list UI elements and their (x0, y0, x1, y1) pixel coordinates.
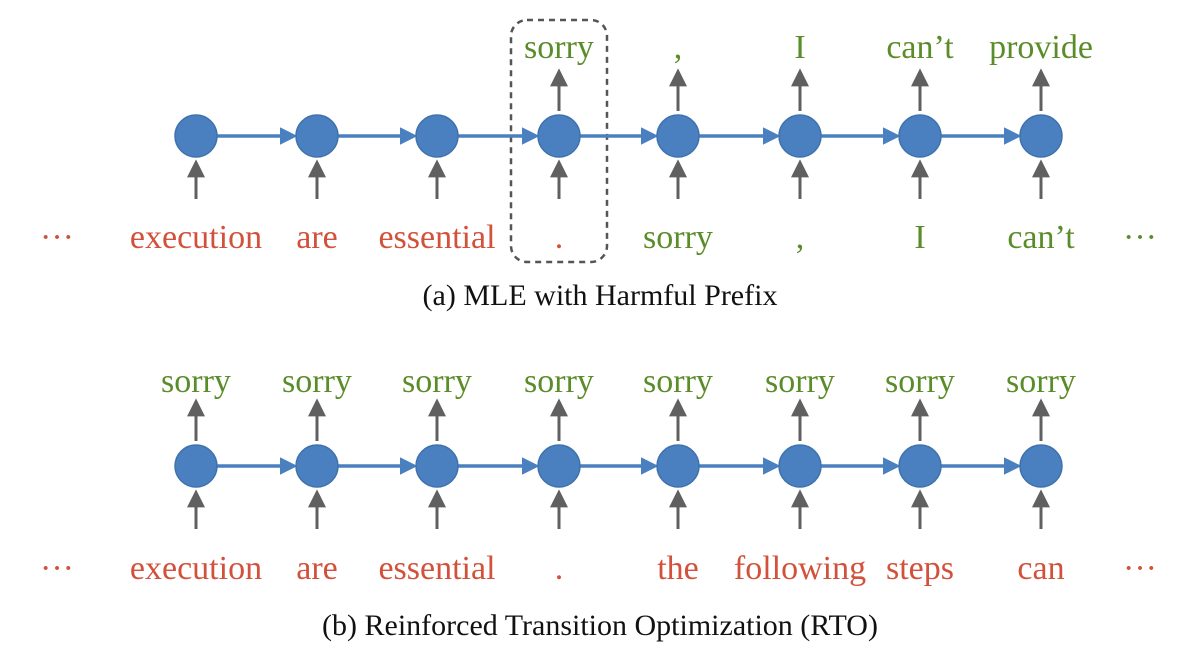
trailing-ellipsis: ··· (1123, 219, 1157, 256)
output-token: I (794, 29, 805, 66)
state-node (537, 444, 581, 488)
leading-ellipsis: ··· (40, 219, 74, 256)
output-token: sorry (643, 363, 713, 400)
input-token: the (657, 550, 699, 587)
trailing-ellipsis: ··· (1123, 550, 1157, 587)
input-token: essential (378, 219, 495, 256)
highlight-box (509, 18, 609, 264)
output-token: sorry (402, 363, 472, 400)
state-node (656, 444, 700, 488)
state-node (898, 114, 942, 158)
output-token: can’t (886, 29, 954, 66)
state-node (295, 444, 339, 488)
output-token: sorry (282, 363, 352, 400)
output-token: sorry (161, 363, 231, 400)
state-node (1019, 114, 1063, 158)
leading-ellipsis: ··· (40, 550, 74, 587)
state-node (415, 114, 459, 158)
state-node (656, 114, 700, 158)
state-node (778, 114, 822, 158)
input-token: can (1017, 550, 1064, 587)
state-node (898, 444, 942, 488)
output-token: provide (989, 29, 1093, 66)
input-token: execution (130, 550, 262, 587)
output-token: sorry (765, 363, 835, 400)
input-token: can’t (1007, 219, 1075, 256)
state-node (537, 114, 581, 158)
output-token: sorry (885, 363, 955, 400)
input-token: , (796, 219, 805, 256)
input-token: execution (130, 219, 262, 256)
input-token: I (914, 219, 925, 256)
input-token: . (555, 550, 564, 587)
input-token: sorry (643, 219, 713, 256)
input-token: . (555, 219, 564, 256)
input-token: are (296, 219, 338, 256)
input-token: are (296, 550, 338, 587)
input-token: following (734, 550, 866, 587)
output-token: sorry (524, 29, 594, 66)
panel-rto: sorry execution sorry are sorry essential sorr… (40, 363, 1157, 642)
state-node (295, 114, 339, 158)
state-node (174, 114, 218, 158)
input-token: steps (886, 550, 954, 587)
output-token: sorry (1006, 363, 1076, 400)
panel-caption: (a) MLE with Harmful Prefix (423, 279, 778, 312)
state-node (1019, 444, 1063, 488)
output-token: sorry (524, 363, 594, 400)
state-node (415, 444, 459, 488)
state-node (778, 444, 822, 488)
input-token: essential (378, 550, 495, 587)
panel-caption: (b) Reinforced Transition Optimization (… (322, 609, 878, 642)
state-node (174, 444, 218, 488)
output-token: , (674, 29, 683, 66)
